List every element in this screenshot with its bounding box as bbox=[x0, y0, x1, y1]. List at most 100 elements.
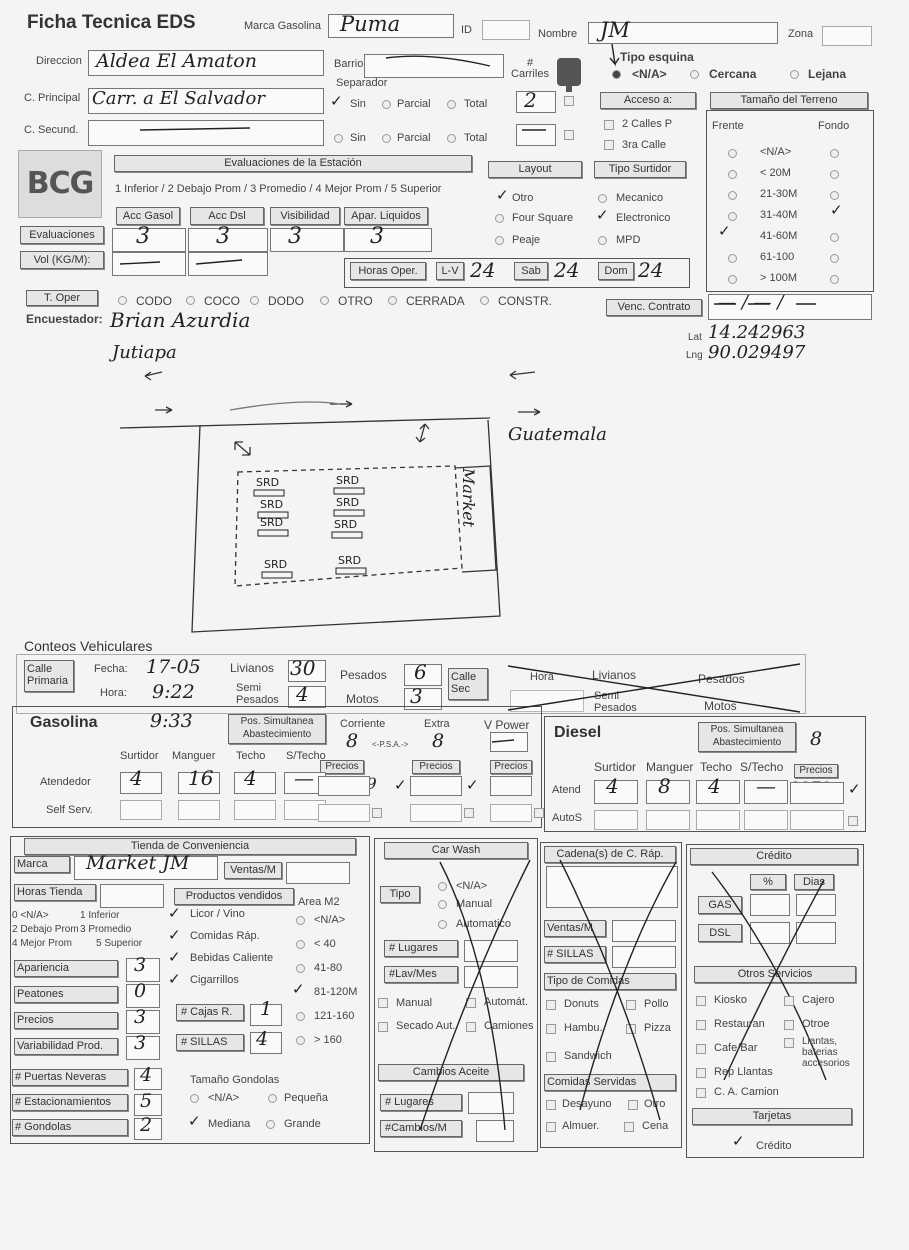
eval-field-2[interactable] bbox=[188, 228, 268, 252]
gas-atend-field-2[interactable] bbox=[234, 772, 276, 794]
layout-button[interactable]: Layout bbox=[488, 161, 582, 178]
eval-field-1[interactable] bbox=[112, 228, 186, 252]
gas-precio-field-0[interactable] bbox=[318, 776, 370, 796]
nombre-field[interactable] bbox=[588, 22, 778, 44]
gas-precio-field-1[interactable] bbox=[410, 776, 462, 796]
dsl-autos-field-2[interactable] bbox=[696, 810, 740, 830]
eval-field-4[interactable] bbox=[344, 228, 432, 252]
toper-radio-5[interactable] bbox=[480, 296, 489, 305]
area-radio-1[interactable] bbox=[296, 940, 305, 949]
area-radio-2[interactable] bbox=[296, 964, 305, 973]
toper-radio-2[interactable] bbox=[250, 296, 259, 305]
credito-dsl-pct-field[interactable] bbox=[750, 922, 790, 944]
tienda-horas-field[interactable] bbox=[100, 884, 164, 908]
sin-radio-2[interactable] bbox=[334, 134, 343, 143]
vol-field-2[interactable] bbox=[188, 252, 268, 276]
gas-self-check-0[interactable] bbox=[372, 808, 382, 818]
hambu-check[interactable] bbox=[546, 1024, 556, 1034]
gondolas-field[interactable] bbox=[134, 1118, 162, 1140]
estac-field[interactable] bbox=[134, 1094, 162, 1116]
otros-check-4[interactable] bbox=[696, 1044, 706, 1054]
tienda-row-field-0[interactable] bbox=[126, 958, 160, 982]
pesados-field[interactable] bbox=[404, 664, 442, 686]
toper-radio-0[interactable] bbox=[118, 296, 127, 305]
terreno-fondo-radio-5[interactable] bbox=[830, 254, 839, 263]
carriles-check-1[interactable] bbox=[564, 96, 574, 106]
direccion-field[interactable] bbox=[88, 50, 324, 76]
tipo-esquina-lejana-radio[interactable] bbox=[790, 70, 799, 79]
tienda-row-field-3[interactable] bbox=[126, 1036, 160, 1060]
surtidor-mecanico-radio[interactable] bbox=[598, 194, 607, 203]
otros-check-7[interactable] bbox=[696, 1088, 706, 1098]
dsl-atend-field-3[interactable] bbox=[744, 780, 788, 804]
otros-check-6[interactable] bbox=[696, 1068, 706, 1078]
gas-self-check-1[interactable] bbox=[464, 808, 474, 818]
c-secund-field[interactable] bbox=[88, 120, 324, 146]
tienda-ventas-field[interactable] bbox=[286, 862, 350, 884]
layout-peaje-radio[interactable] bbox=[495, 236, 504, 245]
tienda-row-field-2[interactable] bbox=[126, 1010, 160, 1034]
terreno-button[interactable]: Tamaño del Terreno bbox=[710, 92, 868, 109]
toper-radio-1[interactable] bbox=[186, 296, 195, 305]
acceso-button[interactable]: Acceso a: bbox=[600, 92, 696, 109]
semi-field[interactable] bbox=[288, 686, 326, 708]
cw-camiones-check[interactable] bbox=[466, 1022, 476, 1032]
parcial-radio-2[interactable] bbox=[382, 134, 391, 143]
gas-self-field-2[interactable] bbox=[234, 800, 276, 820]
eval-field-3[interactable] bbox=[270, 228, 344, 252]
dsl-atend-field-0[interactable] bbox=[594, 780, 638, 804]
gas-self-precio-field-0[interactable] bbox=[318, 804, 370, 822]
cw-manual-check[interactable] bbox=[378, 998, 388, 1008]
cw-lavmes-field[interactable] bbox=[464, 966, 518, 988]
terreno-frente-radio-2[interactable] bbox=[728, 191, 737, 200]
dsl-precio-field[interactable] bbox=[790, 782, 844, 804]
terreno-frente-radio-3[interactable] bbox=[728, 212, 737, 221]
dsl-atend-field-1[interactable] bbox=[646, 780, 690, 804]
terreno-fondo-radio-6[interactable] bbox=[830, 275, 839, 284]
dsl-autos-field-3[interactable] bbox=[744, 810, 788, 830]
carriles-field-1[interactable] bbox=[516, 91, 556, 113]
total-radio-2[interactable] bbox=[447, 134, 456, 143]
motos-field[interactable] bbox=[404, 688, 442, 710]
gas-self-field-0[interactable] bbox=[120, 800, 162, 820]
layout-foursquare-radio[interactable] bbox=[495, 214, 504, 223]
otros-check-3[interactable] bbox=[784, 1020, 794, 1030]
cw-tipo-na-radio[interactable] bbox=[438, 882, 447, 891]
tienda-marca-field[interactable] bbox=[74, 856, 218, 880]
dsl-autos-precio-field[interactable] bbox=[790, 810, 844, 830]
dsl-autos-field-0[interactable] bbox=[594, 810, 638, 830]
gondola-grande-radio[interactable] bbox=[266, 1120, 275, 1129]
acceso-3ra-check[interactable] bbox=[604, 140, 614, 150]
surtidor-mpd-radio[interactable] bbox=[598, 236, 607, 245]
donuts-check[interactable] bbox=[546, 1000, 556, 1010]
gas-self-precio-field-1[interactable] bbox=[410, 804, 462, 822]
gondola-na-radio[interactable] bbox=[190, 1094, 199, 1103]
gas-atend-field-0[interactable] bbox=[120, 772, 162, 794]
parcial-radio-1[interactable] bbox=[382, 100, 391, 109]
tienda-row-field-1[interactable] bbox=[126, 984, 160, 1008]
cajas-field[interactable] bbox=[250, 1004, 282, 1026]
gondola-pequena-radio[interactable] bbox=[268, 1094, 277, 1103]
vpower-field[interactable] bbox=[490, 732, 528, 752]
cadena-ventas-field[interactable] bbox=[612, 920, 676, 942]
terreno-frente-radio-5[interactable] bbox=[728, 254, 737, 263]
zona-field[interactable] bbox=[822, 26, 872, 46]
terreno-frente-radio-1[interactable] bbox=[728, 170, 737, 179]
terreno-fondo-radio-2[interactable] bbox=[830, 191, 839, 200]
gas-self-precio-field-2[interactable] bbox=[490, 804, 532, 822]
pollo-check[interactable] bbox=[626, 1000, 636, 1010]
cw-lugares-field[interactable] bbox=[464, 940, 518, 962]
terreno-fondo-radio-0[interactable] bbox=[830, 149, 839, 158]
dsl-atend-field-2[interactable] bbox=[696, 780, 740, 804]
credito-gas-pct-field[interactable] bbox=[750, 894, 790, 916]
id-field[interactable] bbox=[482, 20, 530, 40]
cena-check[interactable] bbox=[624, 1122, 634, 1132]
terreno-fondo-radio-4[interactable] bbox=[830, 233, 839, 242]
toper-radio-4[interactable] bbox=[388, 296, 397, 305]
gas-atend-field-1[interactable] bbox=[178, 772, 220, 794]
livianos-field[interactable] bbox=[288, 660, 326, 682]
tipo-esquina-cercana-radio[interactable] bbox=[690, 70, 699, 79]
otros-check-0[interactable] bbox=[696, 996, 706, 1006]
otros-check-5[interactable] bbox=[784, 1038, 794, 1048]
toper-button[interactable]: T. Oper bbox=[26, 290, 98, 306]
